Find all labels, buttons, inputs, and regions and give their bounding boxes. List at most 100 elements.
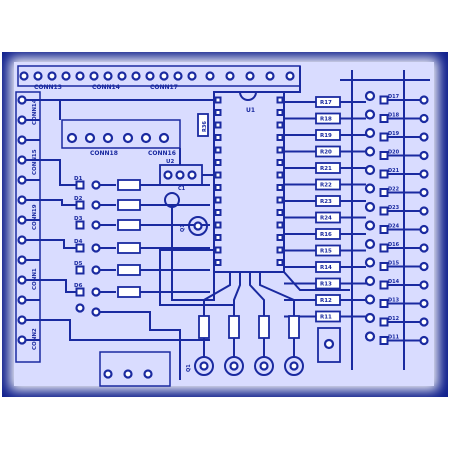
trace: [159, 249, 234, 306]
right-resistor: [315, 244, 341, 257]
led-pad: [364, 238, 376, 250]
regulator-u2: [159, 164, 203, 186]
top-connector-pad: [117, 71, 127, 81]
led-square-pad: [379, 95, 389, 105]
ic-pin: [276, 159, 284, 166]
led-square-pad: [379, 206, 389, 216]
label-ic.label: U1: [246, 107, 255, 114]
trace: [40, 199, 80, 206]
left-connector-pad: [17, 335, 27, 345]
ic-u1-notch: [239, 91, 257, 101]
left-connector-pad: [17, 235, 27, 245]
led-pad: [364, 90, 376, 102]
label-right_resistors.4: R21: [320, 166, 332, 172]
led-pad: [364, 201, 376, 213]
edge-pad: [419, 224, 429, 235]
bottom-transistor: [284, 356, 304, 376]
right-resistor: [315, 228, 341, 240]
label-connectors.top.0: CONN13: [34, 84, 62, 91]
ic-pin: [276, 171, 284, 179]
bottom-right-part: [317, 327, 341, 363]
led-pad: [364, 275, 376, 287]
led-pad: [364, 127, 376, 139]
bottom-resistor: [258, 315, 270, 339]
right-resistor: [315, 96, 341, 108]
bottom-connector-pad: [103, 369, 113, 379]
ic-pin: [214, 234, 222, 241]
left-connector-pad: [17, 315, 27, 325]
top-connector-pad: [89, 71, 99, 81]
label-connectors.middle.1: CONN16: [148, 150, 176, 157]
ic-pin: [214, 259, 222, 266]
label-connectors.left.3: CONN1: [32, 268, 38, 290]
top-connector-pad: [187, 71, 197, 81]
label-right_resistors.13: R11: [320, 315, 332, 321]
left-connector-pad: [17, 135, 27, 145]
label-right_leds.6: D23: [388, 205, 400, 211]
label-bottom_labels.q1: Q1: [186, 364, 192, 372]
diode-pad-round: [91, 200, 101, 210]
label-small_parts.c1: C1: [178, 186, 186, 192]
right-resistor: [315, 261, 341, 273]
label-small_parts.r36: R36: [202, 121, 208, 132]
bottom-transistor-pad: [229, 361, 239, 371]
led-square-pad: [379, 169, 389, 179]
top-connector-outline: [17, 65, 301, 87]
edge-pad: [419, 335, 429, 346]
trace: [40, 239, 80, 249]
label-right_resistors.0: R17: [320, 100, 332, 106]
edge-pad: [419, 298, 429, 309]
right-resistor: [315, 277, 341, 290]
label-left_diodes.1: D2: [74, 196, 83, 202]
regulator-pad: [175, 170, 185, 180]
label-connectors.left.4: CONN2: [32, 328, 38, 350]
ic-pin: [276, 184, 284, 191]
top-connector-pad: [131, 71, 141, 81]
ic-pin: [214, 159, 222, 166]
edge-pad: [419, 150, 429, 161]
bottom-trace: [203, 272, 231, 316]
label-right_leds.5: D22: [388, 187, 400, 193]
ic-pin: [276, 209, 284, 216]
left-connector-pad: [17, 195, 27, 205]
led-pad: [364, 312, 376, 324]
ic-pin: [214, 134, 222, 141]
regulator-pad: [187, 170, 197, 180]
diode-pad-round: [91, 243, 101, 253]
label-left_diodes.5: D6: [74, 283, 83, 289]
label-right_resistors.8: R16: [320, 232, 332, 238]
label-right_leds.1: D18: [388, 113, 400, 119]
bottom-transistor-pad: [199, 361, 209, 371]
ic-pin: [214, 246, 222, 254]
diode-pad-round: [91, 287, 101, 297]
components: [15, 65, 429, 387]
edge-pad: [419, 169, 429, 179]
trace: [40, 159, 80, 186]
led-pad: [364, 331, 376, 342]
ic-pin: [276, 234, 284, 241]
capacitor-c1: [164, 192, 180, 208]
label-connectors.left.1: CONN15: [32, 149, 38, 175]
top-connector-pad: [33, 71, 43, 81]
bottom-resistor: [288, 315, 300, 339]
ic-pin: [276, 246, 284, 254]
left-resistor: [117, 179, 141, 191]
top-connector-pad: [265, 71, 275, 81]
ic-u1-body: [213, 91, 285, 273]
led-square-pad: [379, 151, 389, 160]
led-square-pad: [379, 225, 389, 234]
trace: [40, 319, 210, 341]
label-right_leds.8: D16: [388, 242, 400, 248]
right-resistor: [315, 195, 341, 207]
mid-connector-pad: [122, 132, 134, 144]
mid-connector-outline: [61, 119, 181, 149]
left-connector-pad: [17, 295, 27, 305]
label-right_leds.3: D20: [388, 150, 400, 156]
left-resistor: [117, 199, 141, 211]
led-square-pad: [379, 262, 389, 271]
led-pad: [364, 146, 376, 157]
led-pad: [364, 164, 376, 176]
bottom-connector-pad: [143, 369, 153, 379]
